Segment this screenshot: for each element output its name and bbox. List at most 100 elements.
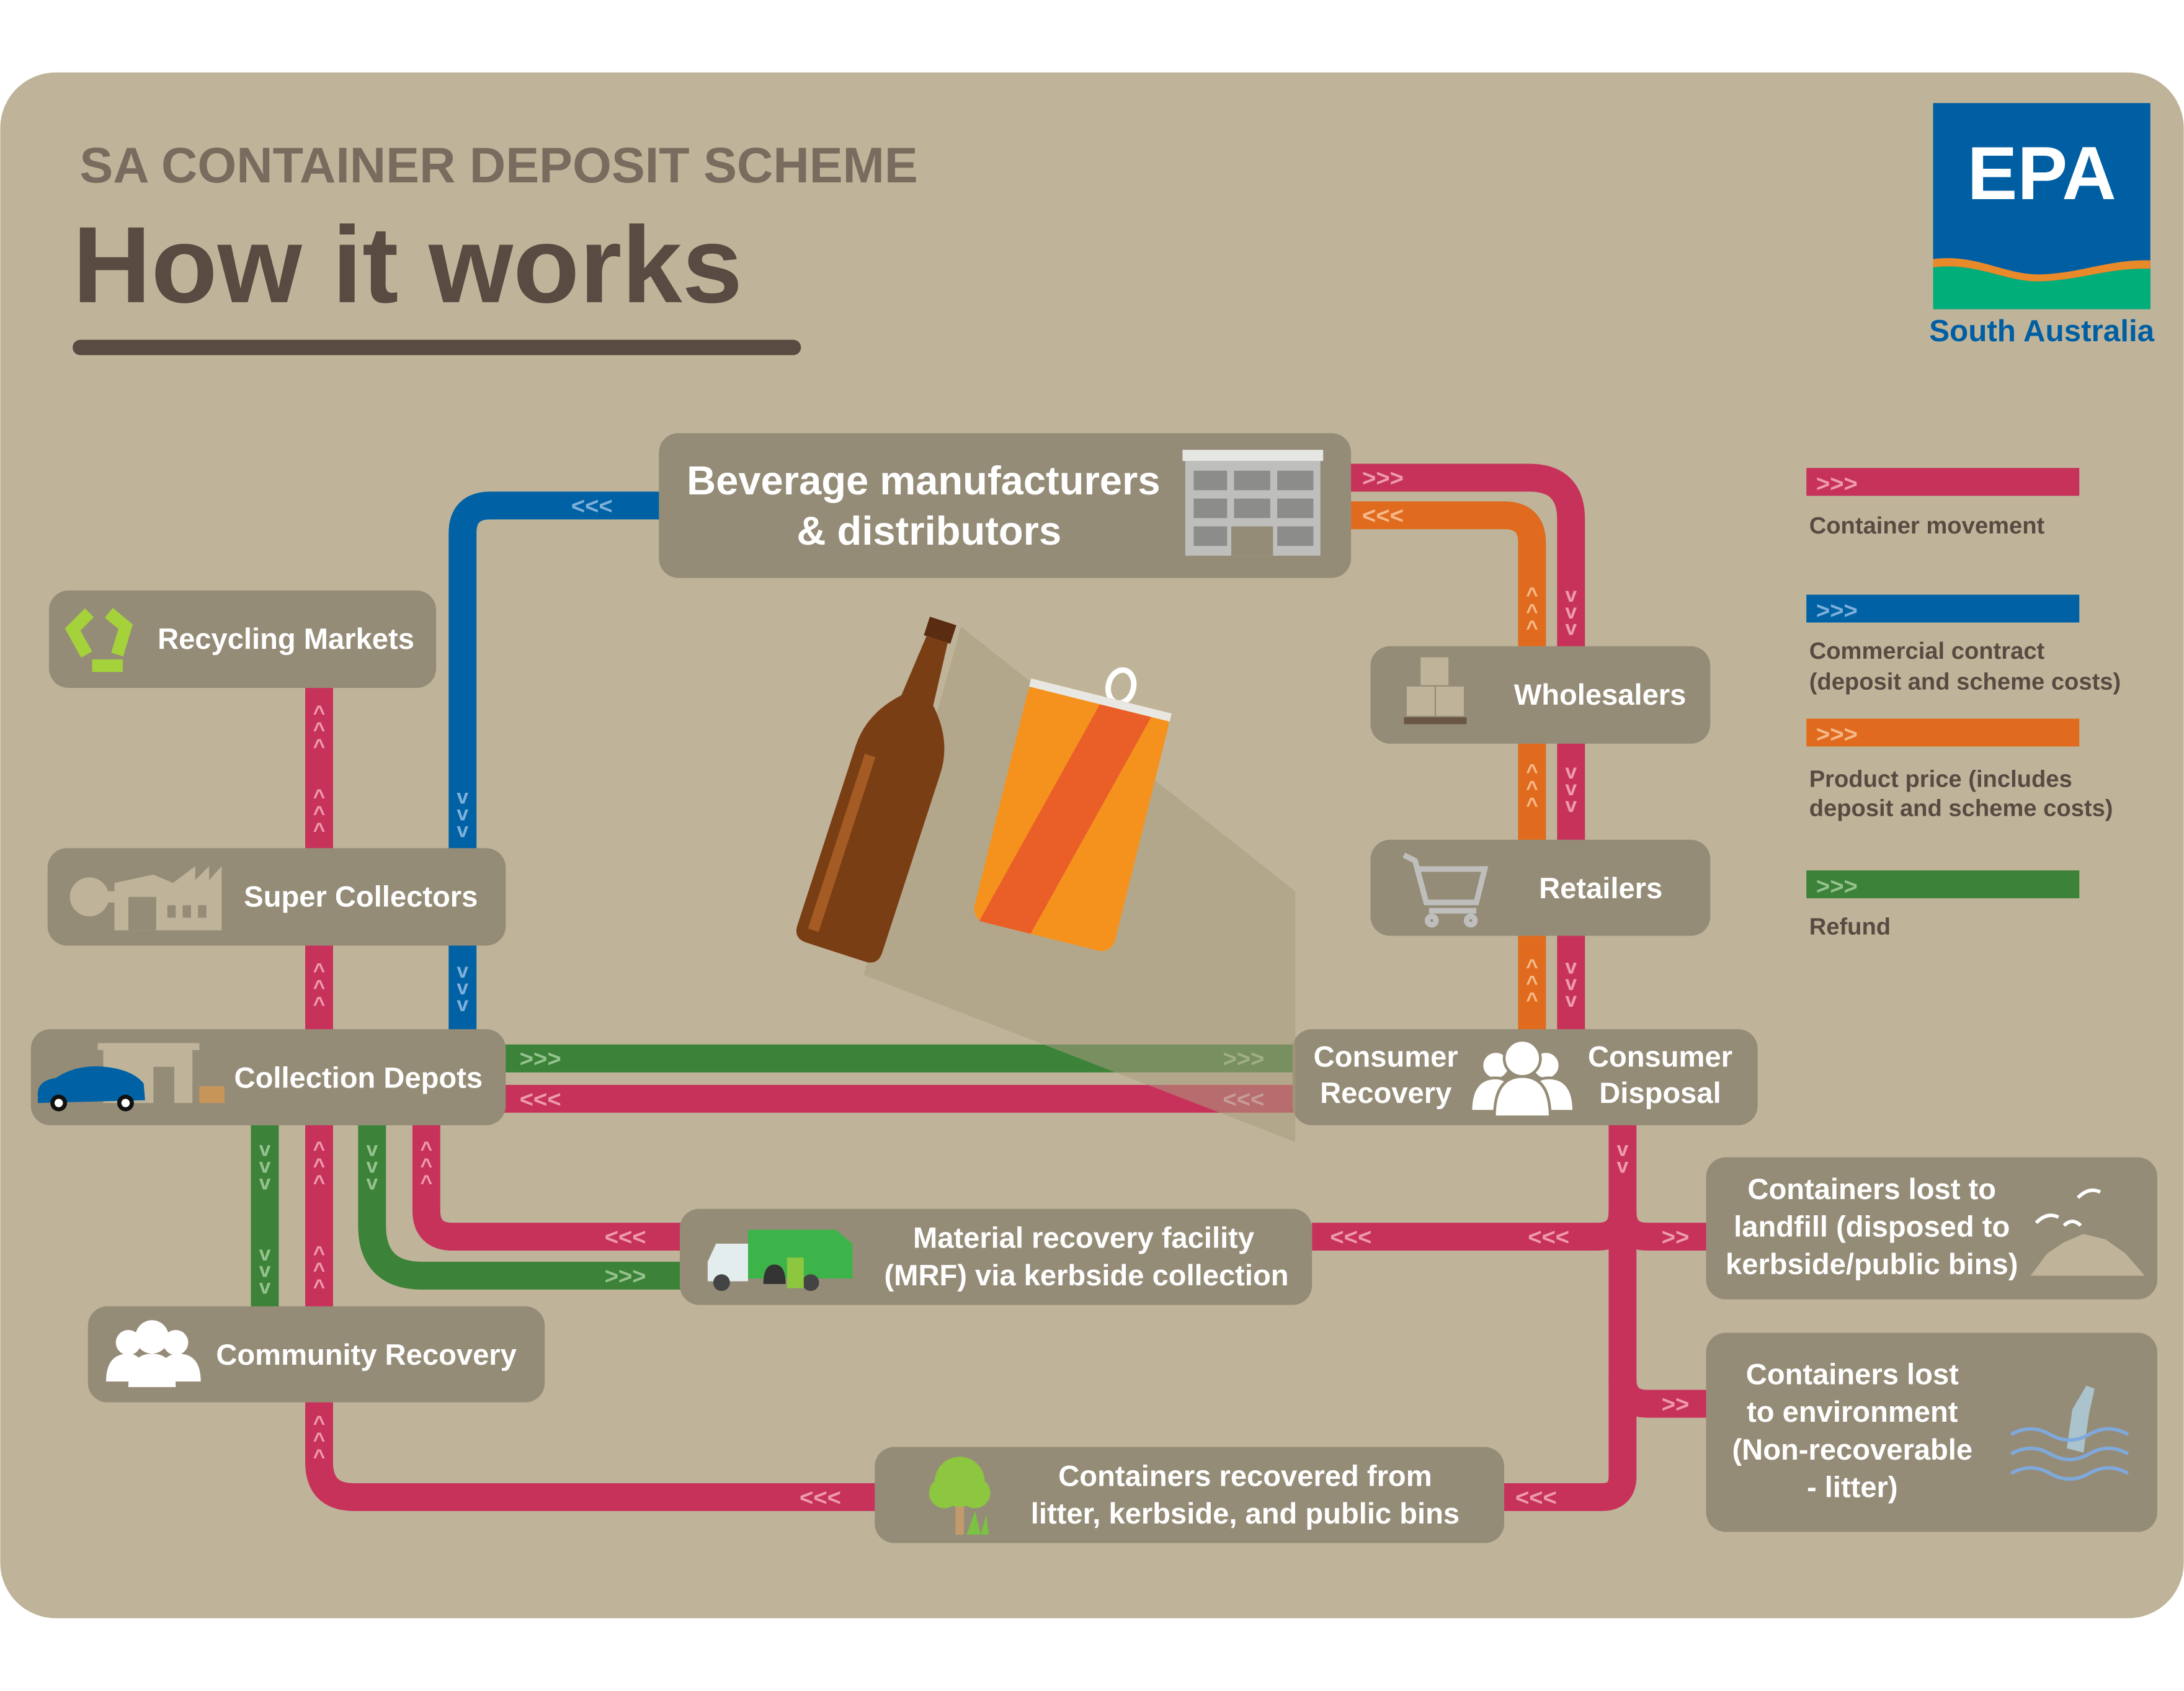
chevron-up: ^ bbox=[1526, 989, 1538, 1012]
legend-label: Container movement bbox=[1809, 512, 2045, 539]
chevron-left: <<< bbox=[1528, 1224, 1569, 1251]
node-label: litter, kerbside, and public bins bbox=[1031, 1497, 1460, 1530]
product-line-consumer-to-beverage bbox=[1348, 501, 1546, 1033]
chevron-up: ^ bbox=[1526, 777, 1538, 800]
chevron-up: ^ bbox=[313, 1154, 326, 1177]
node-beverage-manufacturers: Beverage manufacturers & distributors bbox=[659, 433, 1352, 578]
legend-arrows: >>> bbox=[1816, 471, 1858, 497]
garbage-truck-icon bbox=[707, 1229, 853, 1292]
logo-green-field bbox=[1933, 266, 2151, 310]
chevron-up: ^ bbox=[1526, 761, 1538, 783]
chevron-up: ^ bbox=[1526, 600, 1538, 623]
chevron-down: v bbox=[457, 976, 468, 999]
node-label: Beverage manufacturers bbox=[687, 458, 1160, 503]
chevron-down: v bbox=[259, 1259, 271, 1282]
node-box bbox=[87, 1306, 545, 1403]
chevron-up: ^ bbox=[1526, 617, 1538, 640]
chevron-down: v bbox=[259, 1138, 271, 1161]
chevron-up: ^ bbox=[421, 1154, 433, 1177]
consumer-recovery-label: Recovery bbox=[1320, 1076, 1451, 1109]
node-mrf: Material recovery facility (MRF) via ker… bbox=[679, 1208, 1313, 1305]
chevron-down: v bbox=[457, 819, 468, 842]
chevron-down: v bbox=[1565, 989, 1577, 1012]
chevron-up: ^ bbox=[313, 1171, 326, 1194]
node-super-collectors: Super Collectors bbox=[47, 848, 506, 946]
chevron-down: v bbox=[259, 1154, 271, 1177]
chevron-down: v bbox=[1565, 972, 1577, 995]
node-label: kerbside/public bins) bbox=[1726, 1247, 2018, 1280]
chevron-up: ^ bbox=[1526, 972, 1538, 995]
container-line-mrf-to-depots bbox=[412, 1123, 683, 1251]
page-title: How it works bbox=[73, 204, 742, 326]
legend-label: Commercial contract bbox=[1809, 638, 2045, 664]
chevron-down: v bbox=[366, 1138, 378, 1161]
chevron-up: ^ bbox=[313, 993, 326, 1016]
container-line-consumer-to-litter bbox=[1504, 1123, 1637, 1511]
chevron-left: <<< bbox=[1330, 1224, 1371, 1251]
chevron-down: v bbox=[1617, 1154, 1629, 1177]
chevron-right: >>> bbox=[520, 1046, 561, 1073]
commercial-line-beverage-to-depots bbox=[448, 491, 662, 1033]
legend-label: Refund bbox=[1809, 913, 1891, 940]
legend-item-commercial-contract: >>> Commercial contract (deposit and sch… bbox=[1806, 594, 2121, 695]
node-lost-to-landfill: Containers lost to landfill (disposed to… bbox=[1706, 1157, 2157, 1300]
chevron-down: v bbox=[457, 993, 468, 1016]
landfill-birds-icon bbox=[2030, 1189, 2145, 1276]
chevron-down: v bbox=[457, 802, 468, 825]
chevron-right: >>> bbox=[605, 1263, 646, 1290]
consumer-disposal-label: Disposal bbox=[1599, 1076, 1721, 1109]
node-wholesalers: Wholesalers bbox=[1370, 646, 1711, 744]
chevron-up: ^ bbox=[1526, 794, 1538, 817]
chevron-down: v bbox=[259, 1243, 271, 1265]
node-box bbox=[659, 433, 1352, 578]
people-icon bbox=[106, 1320, 201, 1388]
node-community-recovery: Community Recovery bbox=[87, 1306, 545, 1403]
node-recycling-markets: Recycling Markets bbox=[48, 590, 437, 689]
node-label: & distributors bbox=[796, 508, 1061, 553]
chevron-up: ^ bbox=[313, 819, 326, 842]
tree-icon bbox=[929, 1457, 991, 1535]
node-label: Recycling Markets bbox=[158, 622, 414, 655]
legend-item-container-movement: >>> Container movement bbox=[1806, 468, 2080, 539]
chevron-up: ^ bbox=[1526, 955, 1538, 978]
node-retailers: Retailers bbox=[1370, 839, 1711, 936]
node-label: Collection Depots bbox=[234, 1061, 483, 1094]
chevron-up: ^ bbox=[421, 1138, 433, 1161]
chevron-down: v bbox=[1565, 794, 1577, 817]
legend-item-refund: >>> Refund bbox=[1806, 870, 2080, 940]
chevron-left: <<< bbox=[605, 1224, 646, 1251]
node-label: Material recovery facility bbox=[913, 1221, 1254, 1254]
epa-logo: EPA South Australia bbox=[1929, 103, 2155, 348]
factory-icon bbox=[69, 866, 222, 930]
chevron-down: v bbox=[1565, 600, 1577, 623]
chevron-down: v bbox=[1617, 1138, 1629, 1161]
chevron-down: v bbox=[366, 1171, 378, 1194]
logo-region-text: South Australia bbox=[1929, 314, 2155, 348]
people-icon bbox=[1469, 1038, 1576, 1118]
chevron-up: ^ bbox=[313, 719, 326, 742]
node-box bbox=[1706, 1332, 2157, 1532]
chevron-up: ^ bbox=[313, 1276, 326, 1299]
chevron-up: ^ bbox=[313, 702, 326, 725]
chevron-up: ^ bbox=[313, 802, 326, 825]
building-icon bbox=[1182, 450, 1324, 556]
chevron-down: v bbox=[1565, 761, 1577, 783]
legend-swatch-refund bbox=[1806, 870, 2080, 899]
chevron-up: ^ bbox=[313, 1429, 326, 1452]
vertical-chevrons: ^^^^^^^^^vvvvvv^^^vvv^^^vvv^^^vvvvvvvvv^… bbox=[259, 584, 1629, 1469]
chevron-down: v bbox=[457, 785, 468, 808]
node-label: Containers lost bbox=[1746, 1358, 1959, 1391]
legend-arrows: >>> bbox=[1816, 721, 1858, 748]
chevron-up: ^ bbox=[313, 1138, 326, 1161]
node-label: Containers lost to bbox=[1747, 1172, 1996, 1205]
chevron-left: <<< bbox=[1515, 1484, 1557, 1511]
chevron-down: v bbox=[1565, 777, 1577, 800]
chevron-up: ^ bbox=[313, 785, 326, 808]
chevron-up: ^ bbox=[313, 960, 326, 983]
node-label: (Non-recoverable bbox=[1732, 1433, 1973, 1466]
chevron-up: ^ bbox=[1526, 584, 1538, 607]
node-label: landfill (disposed to bbox=[1734, 1210, 2010, 1243]
node-box bbox=[875, 1447, 1505, 1543]
chevron-left: <<< bbox=[800, 1484, 841, 1511]
